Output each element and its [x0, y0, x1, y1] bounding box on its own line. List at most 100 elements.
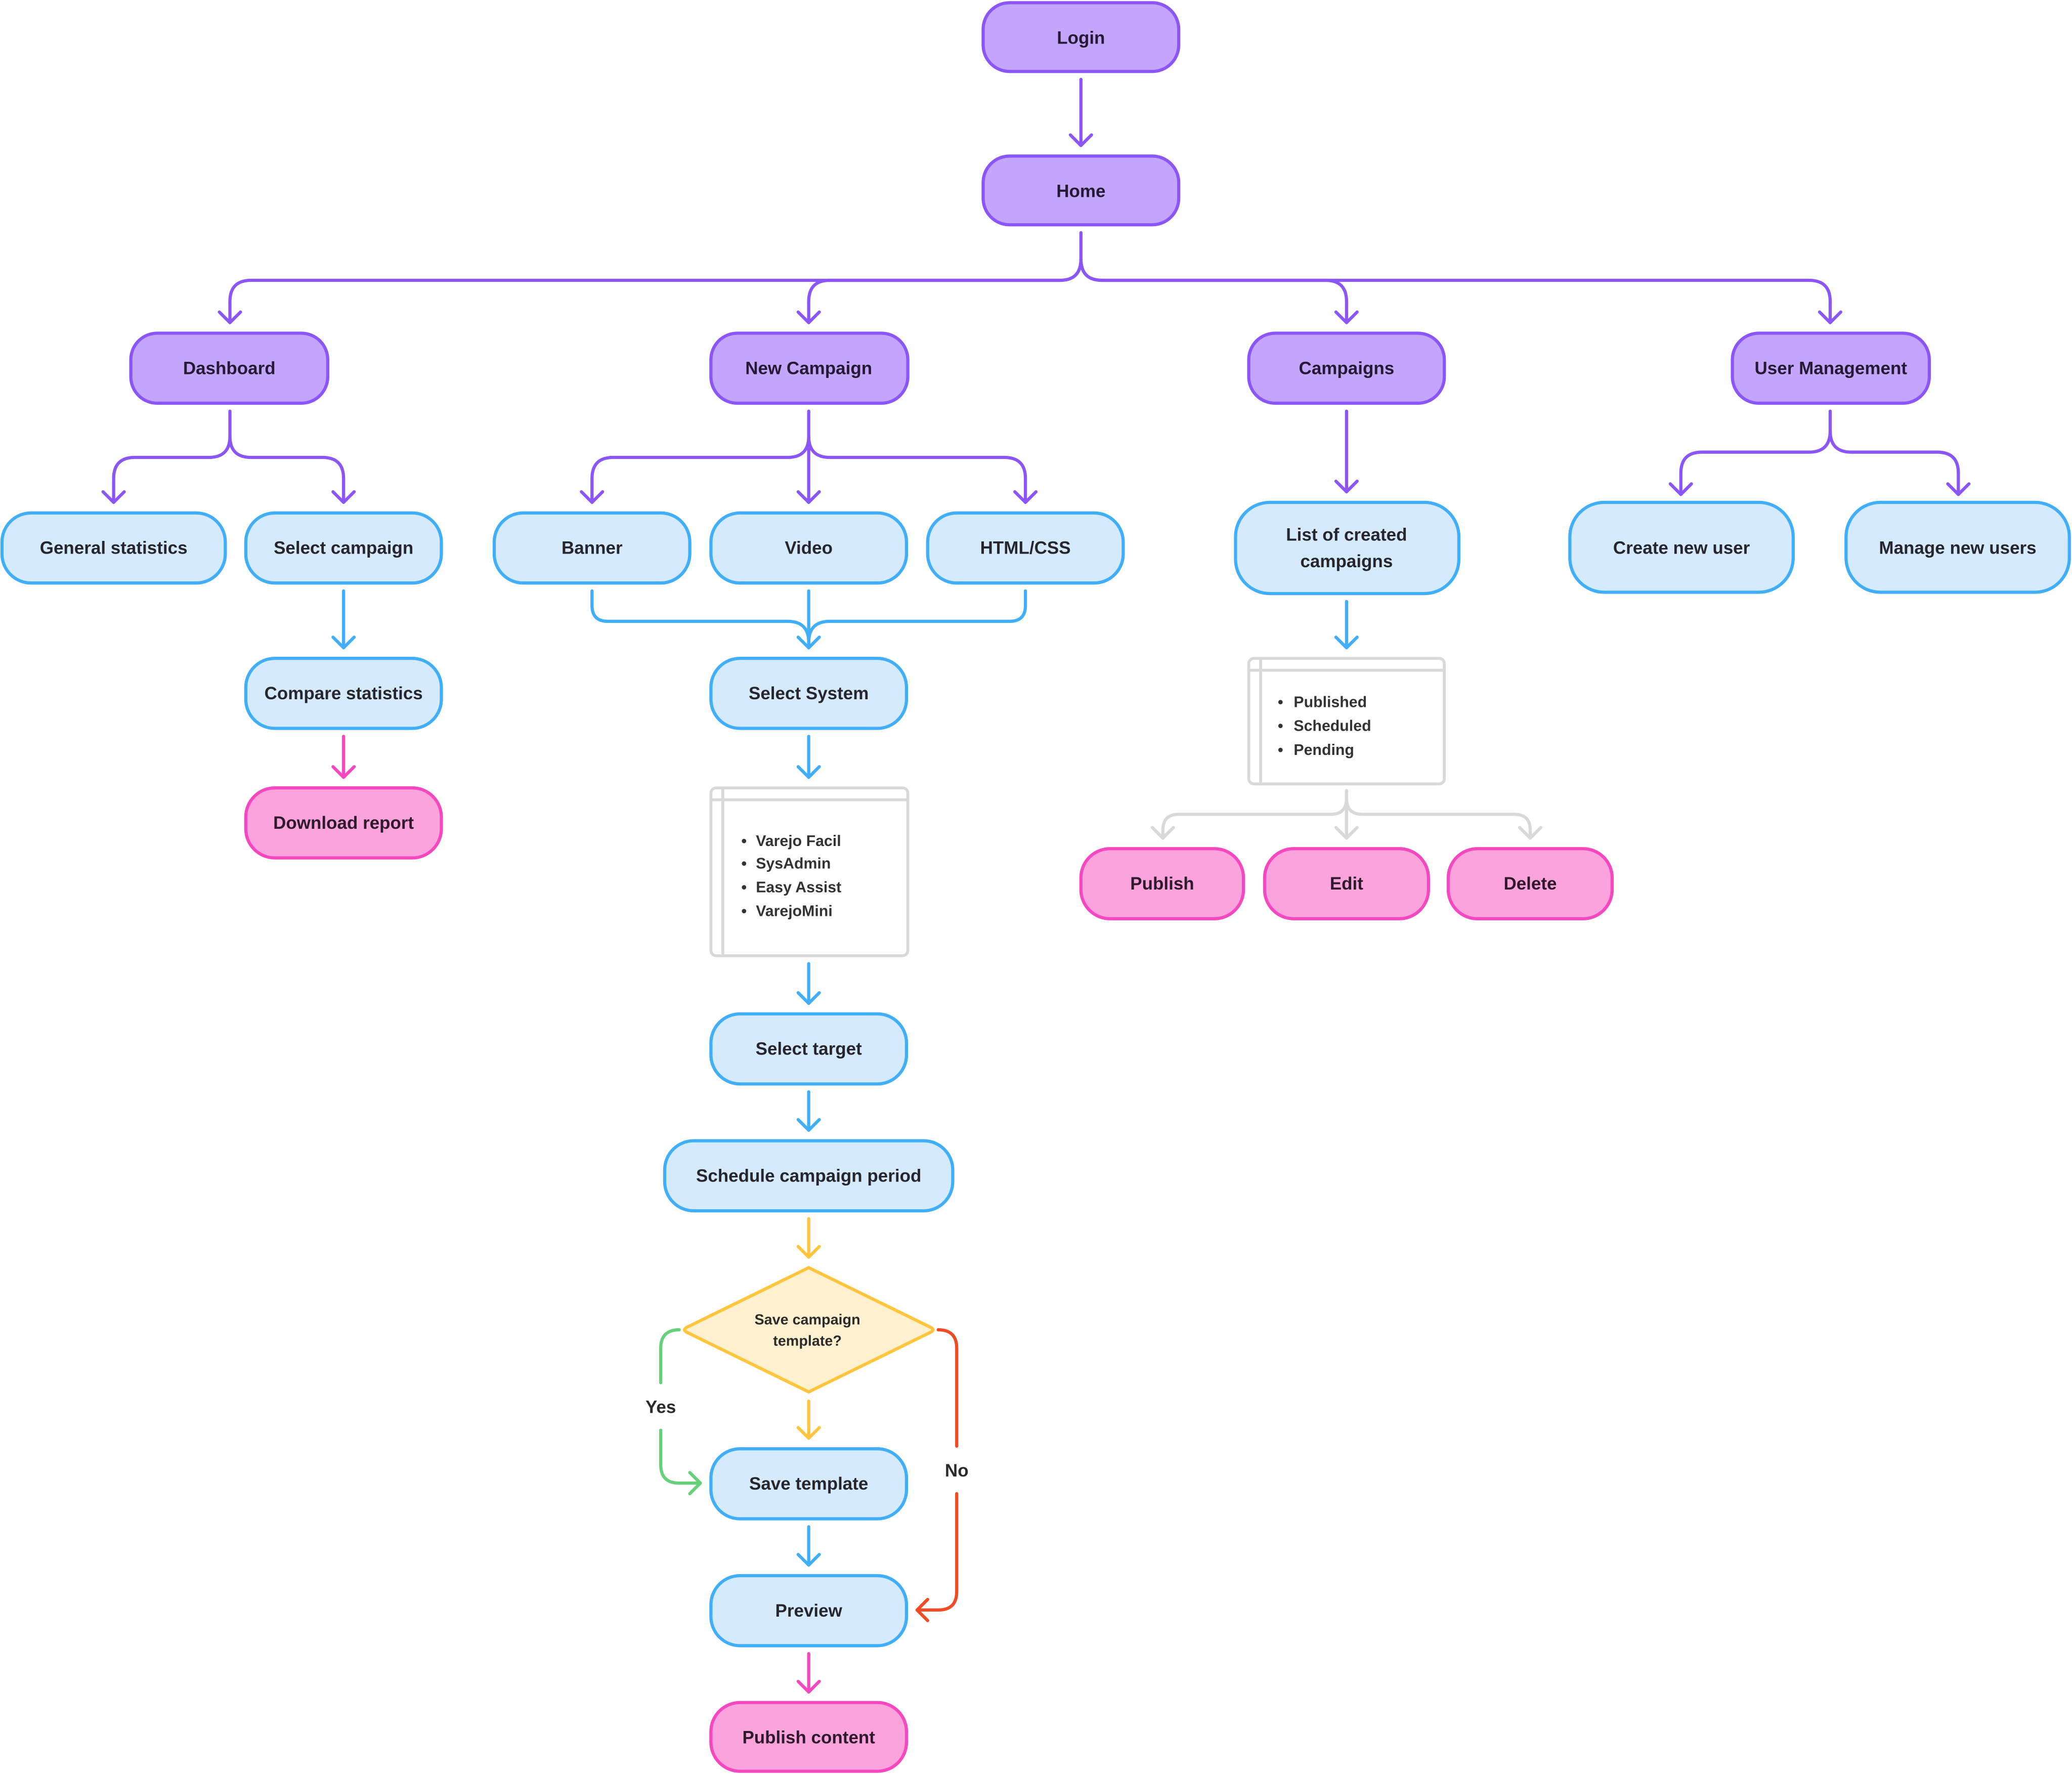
node-home[interactable]: Home [981, 154, 1181, 227]
arrowhead [796, 991, 821, 1005]
edge-status-branch [1161, 789, 1349, 840]
node-list-of-created-campaigns[interactable]: List of created campaigns [1234, 500, 1461, 596]
arrowhead [1334, 636, 1359, 650]
arrowhead [1818, 310, 1842, 324]
status-item: Published [1293, 694, 1367, 711]
node-general-statistics[interactable]: General statistics [0, 511, 227, 585]
node-label: Select campaign [274, 538, 413, 558]
node-label: Delete [1503, 874, 1557, 894]
list-bullet: • [741, 879, 747, 896]
node-delete[interactable]: Delete [1446, 847, 1614, 920]
decision-label-line1: Save campaign [755, 1312, 860, 1328]
node-preview[interactable]: Preview [709, 1574, 909, 1648]
node-login[interactable]: Login [981, 1, 1181, 73]
list-bullet: • [741, 833, 747, 850]
node-publish-content[interactable]: Publish content [709, 1701, 909, 1773]
node-label: New Campaign [745, 358, 872, 378]
node-select-target[interactable]: Select target [709, 1012, 909, 1086]
node-label: Video [785, 538, 833, 558]
arrowhead [915, 1597, 929, 1622]
arrowhead [1668, 482, 1693, 496]
campaign-status-box: • Published • Scheduled • Pending [1247, 657, 1446, 786]
edge-no-bottom [915, 1492, 959, 1612]
arrowhead [580, 490, 605, 504]
edge-home-campaigns [1079, 258, 1349, 324]
decision-save-template[interactable]: Save campaign template? [683, 1265, 935, 1394]
arrowhead [796, 1553, 821, 1567]
node-manage-new-users[interactable]: Manage new users [1844, 500, 2071, 594]
system-item: VarejoMini [756, 903, 833, 919]
arrowhead [331, 490, 356, 504]
arrowhead [796, 636, 821, 650]
arrowhead [331, 765, 356, 779]
node-select-system[interactable]: Select System [709, 656, 909, 730]
edge-yes-bottom [659, 1428, 702, 1485]
edge-yes-top [659, 1328, 681, 1384]
arrowhead [218, 310, 242, 324]
edge-html-select-system [807, 589, 1027, 644]
node-create-new-user[interactable]: Create new user [1568, 500, 1795, 594]
node-publish[interactable]: Publish [1079, 847, 1245, 920]
arrowhead [796, 1679, 821, 1694]
node-label: Download report [273, 813, 414, 833]
edge-dashboard-branch [112, 409, 232, 504]
node-compare-statistics[interactable]: Compare statistics [244, 656, 443, 730]
status-item: Scheduled [1293, 718, 1371, 735]
node-label: Dashboard [183, 358, 276, 378]
edge-home-branch [228, 231, 1083, 324]
node-user-management[interactable]: User Management [1731, 331, 1931, 405]
arrowhead [101, 490, 126, 504]
node-label: Save template [749, 1474, 868, 1494]
list-bullet: • [1278, 742, 1283, 758]
edge-new-campaign-branch [590, 409, 810, 504]
arrowhead [331, 636, 356, 650]
node-video[interactable]: Video [709, 511, 909, 585]
node-label: Select System [749, 684, 869, 703]
list-bullet: • [741, 903, 747, 919]
node-label: Select target [756, 1039, 862, 1059]
system-item: Easy Assist [756, 879, 841, 896]
edge-status-delete [1345, 796, 1532, 840]
node-download-report[interactable]: Download report [244, 786, 443, 860]
edge-banner-select-system [590, 589, 810, 650]
arrowhead [1518, 826, 1543, 840]
arrowhead [1334, 479, 1359, 494]
node-campaigns[interactable]: Campaigns [1247, 331, 1446, 405]
arrowhead [688, 1471, 702, 1496]
arrowhead [796, 490, 821, 504]
node-select-campaign[interactable]: Select campaign [244, 511, 443, 585]
edge-user-management-manage [1828, 429, 1960, 496]
arrowhead [796, 1426, 821, 1440]
edge-home-new-campaign [807, 258, 1083, 324]
node-dashboard[interactable]: Dashboard [129, 331, 329, 405]
list-bullet: • [1278, 718, 1283, 735]
arrowhead [1334, 310, 1359, 324]
arrowhead [796, 1118, 821, 1132]
node-banner[interactable]: Banner [492, 511, 692, 585]
edge-home-user-management [1079, 258, 1832, 324]
node-label: Publish content [742, 1728, 875, 1748]
edge-label-no: No [945, 1461, 969, 1481]
node-label-line2: campaigns [1300, 552, 1393, 571]
node-html-css[interactable]: HTML/CSS [926, 511, 1125, 585]
node-save-template[interactable]: Save template [709, 1447, 909, 1520]
arrowhead [1150, 826, 1175, 840]
list-bullet: • [1278, 694, 1283, 711]
node-label: Login [1057, 28, 1105, 48]
systems-list: • Varejo Facil • SysAdmin • Easy Assist … [741, 833, 841, 919]
edge-dashboard-select-campaign [228, 435, 346, 504]
node-label: Publish [1130, 874, 1194, 894]
node-label: Banner [562, 538, 623, 558]
node-label: Manage new users [1879, 538, 2036, 558]
node-new-campaign[interactable]: New Campaign [709, 331, 910, 405]
list-bullet: • [741, 855, 747, 872]
systems-list-box: • Varejo Facil • SysAdmin • Easy Assist … [709, 786, 910, 957]
system-item: SysAdmin [756, 855, 831, 872]
node-edit[interactable]: Edit [1263, 847, 1430, 920]
arrowhead [796, 1245, 821, 1259]
arrowhead [1068, 133, 1093, 147]
node-label: Campaigns [1299, 358, 1395, 378]
node-schedule-campaign-period[interactable]: Schedule campaign period [663, 1139, 955, 1213]
